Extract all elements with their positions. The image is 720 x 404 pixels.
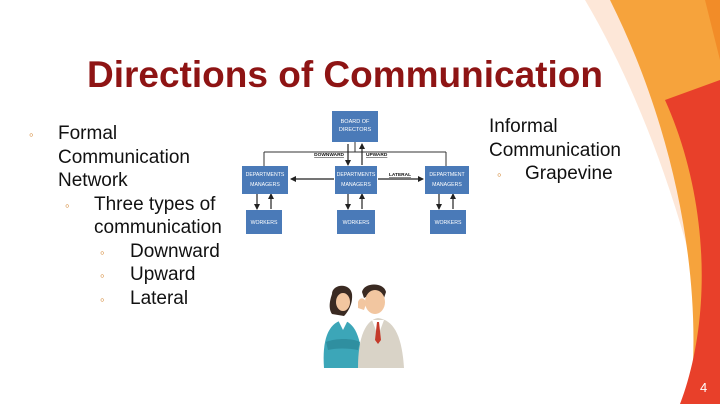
bullet-circle-icon: ◦ [100, 268, 105, 283]
type-label: Downward [130, 240, 220, 262]
formal-network-list: ◦ Formal Communication Network ◦ Three t… [28, 122, 264, 310]
bullet-circle-icon: ◦ [65, 197, 70, 213]
box-departments-managers-center [335, 166, 377, 194]
org-chart-diagram: BOARD OF DIRECTORS DEPARTMENTS MANAGERS … [242, 111, 469, 234]
bullet-circle-icon: ◦ [29, 127, 34, 142]
box-workers-left [246, 210, 282, 234]
list-item-upward: ◦ Upward [28, 263, 264, 287]
label-lateral: LATERAL [389, 172, 411, 178]
type-label: Upward [130, 264, 196, 285]
slide-title: Directions of Communication [87, 54, 603, 95]
woman-arm-icon [326, 339, 360, 350]
bullet-circle-icon: ◦ [100, 291, 105, 307]
box-text: MANAGERS [432, 182, 462, 188]
label-upward: UPWARD [366, 152, 388, 158]
box-text: WORKERS [435, 220, 462, 226]
man-face-icon [365, 290, 385, 314]
box-text: DEPARTMENTS [246, 172, 285, 178]
box-workers-right [430, 210, 466, 234]
box-text: MANAGERS [250, 182, 280, 188]
bullet-circle-icon: ◦ [100, 244, 105, 260]
woman-face-icon [336, 293, 350, 311]
box-department-managers-right [425, 166, 469, 194]
list-item-lateral: ◦ Lateral [28, 287, 264, 311]
whispering-people-illustration [323, 284, 404, 368]
man-tie-icon [375, 322, 381, 344]
man-hand-icon [358, 298, 366, 310]
list-item-three-types: ◦ Three types of communication [28, 193, 264, 240]
box-text: WORKERS [343, 220, 370, 226]
box-text: DEPARTMENT [429, 172, 465, 178]
list-item-formal: ◦ Formal Communication Network [28, 122, 228, 193]
box-text: MANAGERS [341, 182, 371, 188]
box-workers-center [337, 210, 375, 234]
list-item-downward: ◦ Downward [28, 240, 264, 264]
box-text: DIRECTORS [339, 127, 372, 133]
informal-network-label: Informal Communication [489, 116, 621, 161]
box-departments-managers-left [242, 166, 288, 194]
list-item-grapevine: ◦ Grapevine [489, 162, 639, 186]
box-text: DEPARTMENTS [337, 172, 376, 178]
grapevine-label: Grapevine [525, 163, 613, 184]
label-downward: DOWNWARD [314, 152, 344, 158]
formal-network-label: Formal Communication Network [58, 123, 190, 191]
woman-collar-icon [338, 320, 348, 330]
three-types-label: Three types of communication [94, 193, 222, 239]
man-body-icon [358, 318, 404, 368]
deco-orange-tip [705, 0, 720, 60]
bullet-circle-icon: ◦ [497, 167, 502, 182]
type-label: Lateral [130, 287, 189, 309]
box-board-of-directors [332, 111, 378, 142]
page-number: 4 [700, 380, 708, 395]
box-text: BOARD OF [341, 119, 370, 125]
informal-network-list: Informal Communication ◦ Grapevine [489, 115, 639, 186]
box-text: WORKERS [251, 220, 278, 226]
deco-red-swoosh [665, 80, 720, 404]
